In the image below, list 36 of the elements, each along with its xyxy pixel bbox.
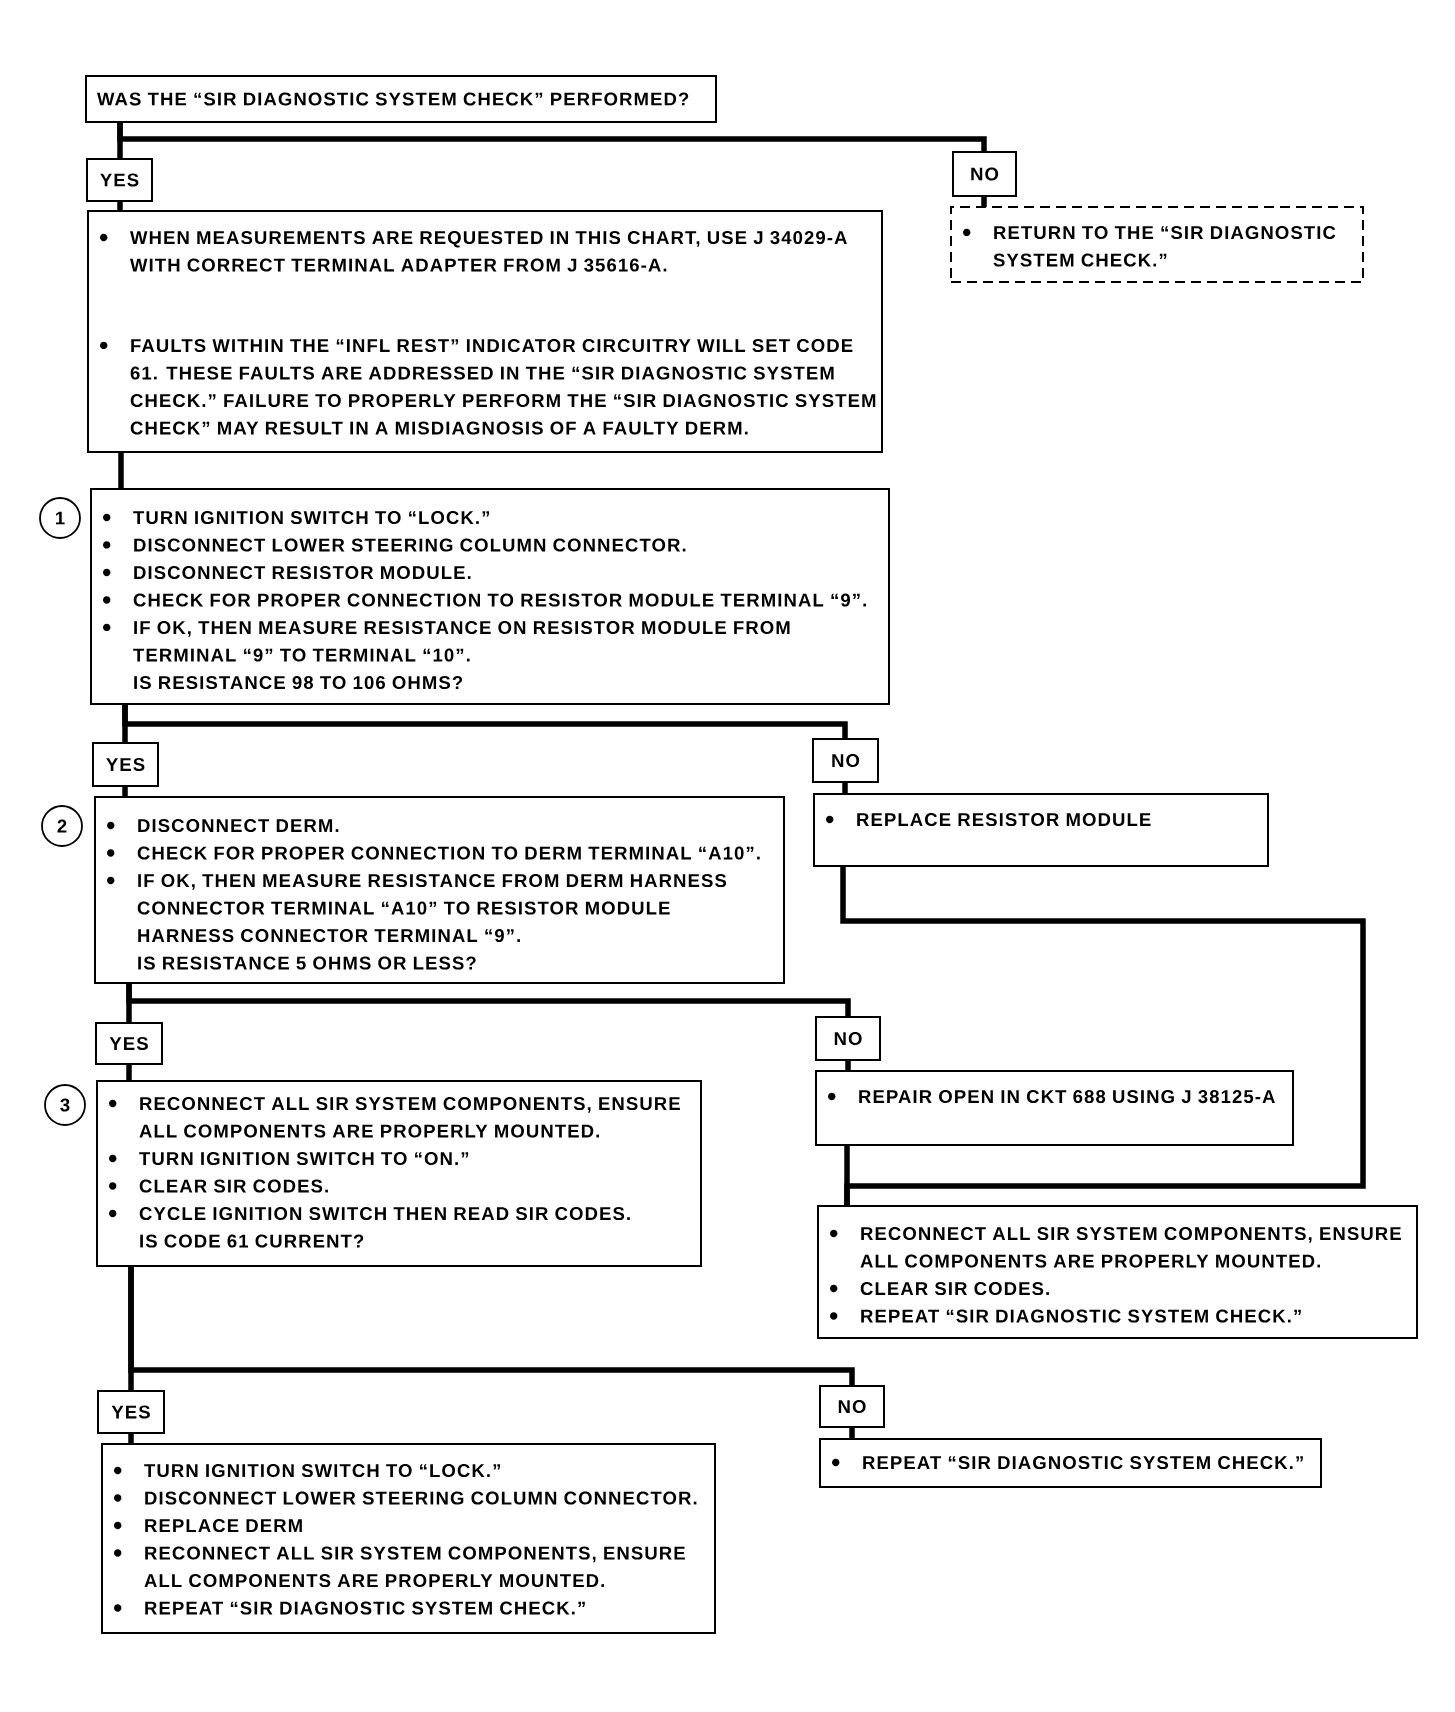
note-box: WHEN MEASUREMENTS ARE REQUESTED IN THIS CHART, USE J 34029-A WITH CORRECT TERMINAL ADAPTER FROM J 35616-A. FAULTS WITHIN THE “INFL REST” INDICATOR CIRCUITRY WILL SET CODE 61. THESE FAULTS ARE ADDRESSED IN THE “SIR DIAGNOSTIC SYSTEM CHECK.” FAILURE TO PROPERLY PERFORM THE “SIR DIAGNOSTIC SYSTEM CHECK” MAY RESULT IN A MISDIAGNOSIS OF A FAULTY DERM. <box>87 210 883 453</box>
question-box: WAS THE “SIR DIAGNOSTIC SYSTEM CHECK” PERFORMED? <box>85 75 717 123</box>
branch-box: NO <box>952 151 1017 197</box>
branch-box: NO <box>819 1385 885 1428</box>
branch-box: YES <box>92 742 159 787</box>
action-box: TURN IGNITION SWITCH TO “LOCK.” DISCONNECT LOWER STEERING COLUMN CONNECTOR. REPLACE DERM RECONNECT ALL SIR SYSTEM COMPONENTS, ENSURE ALL COMPONENTS ARE PROPERLY MOUNTED. REPEAT “SIR DIAGNOSTIC SYSTEM CHECK.” <box>101 1443 716 1634</box>
connector-line <box>981 196 987 207</box>
action-box: REPLACE RESISTOR MODULE <box>813 793 1269 867</box>
branch-box: NO <box>815 1016 881 1061</box>
connector-line <box>117 122 987 152</box>
connector-line <box>844 1145 850 1206</box>
step-box: RECONNECT ALL SIR SYSTEM COMPONENTS, ENSURE ALL COMPONENTS ARE PROPERLY MOUNTED. TURN IGNITION SWITCH TO “ON.” CLEAR SIR CODES. CYCLE IGNITION SWITCH THEN READ SIR CODES. IS CODE 61 CURRENT? <box>96 1080 702 1267</box>
branch-box: YES <box>95 1022 163 1065</box>
connector-line <box>118 452 124 489</box>
step-number: 1 <box>39 497 81 539</box>
action-box: REPAIR OPEN IN CKT 688 USING J 38125-A <box>815 1070 1294 1146</box>
step-number: 2 <box>41 805 83 847</box>
action-box: RECONNECT ALL SIR SYSTEM COMPONENTS, ENSURE ALL COMPONENTS ARE PROPERLY MOUNTED. CLEAR SIR CODES. REPEAT “SIR DIAGNOSTIC SYSTEM CHECK.” <box>817 1205 1418 1339</box>
step-box: DISCONNECT DERM. CHECK FOR PROPER CONNECTION TO DERM TERMINAL “A10”. IF OK, THEN MEASURE RESISTANCE FROM DERM HARNESS CONNECTOR TERMINAL “A10” TO RESISTOR MODULE HARNESS CONNECTOR TERMINAL “9”. IS RESISTANCE 5 OHMS OR LESS? <box>94 796 785 984</box>
connector-line <box>122 704 848 739</box>
connector-line <box>128 1266 855 1386</box>
connector-line <box>128 1433 134 1444</box>
action-box: REPEAT “SIR DIAGNOSTIC SYSTEM CHECK.” <box>819 1438 1322 1488</box>
connector-line <box>842 782 848 794</box>
branch-box: YES <box>86 158 153 202</box>
step-number: 3 <box>44 1084 86 1126</box>
action-box: RETURN TO THE “SIR DIAGNOSTIC SYSTEM CHECK.” <box>950 206 1364 283</box>
connector-line <box>126 983 851 1017</box>
connector-line <box>122 786 128 797</box>
connector-line <box>849 1427 855 1439</box>
connector-line <box>845 1060 851 1071</box>
branch-box: YES <box>97 1390 165 1434</box>
connector-line <box>117 201 123 211</box>
branch-box: NO <box>812 738 879 783</box>
step-box: TURN IGNITION SWITCH TO “LOCK.” DISCONNECT LOWER STEERING COLUMN CONNECTOR. DISCONNECT RESISTOR MODULE. CHECK FOR PROPER CONNECTION TO RESISTOR MODULE TERMINAL “9”. IF OK, THEN MEASURE RESISTANCE ON RESISTOR MODULE FROM TERMINAL “9” TO TERMINAL “10”. IS RESISTANCE 98 TO 106 OHMS? <box>90 488 890 705</box>
connector-line <box>126 1064 132 1081</box>
